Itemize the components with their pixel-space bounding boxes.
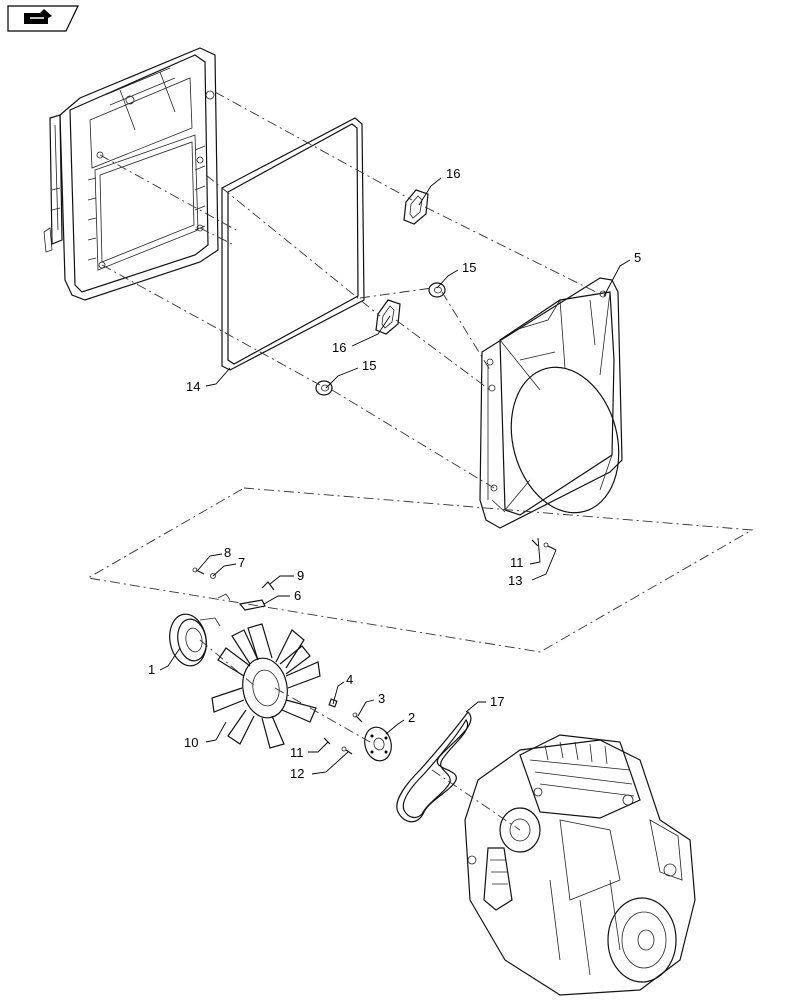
callout-9: 9 [297,568,304,583]
hardware-clip-9 [261,581,275,591]
fan-clutch-hub [169,613,221,667]
callout-14: 14 [186,379,200,394]
callout-leader-lines [159,177,631,775]
fan-spacer-flange [364,726,392,762]
callout-8: 8 [224,545,231,560]
fan-shroud [479,277,623,529]
callout-17: 17 [490,694,504,709]
page-turn-icon [24,9,52,24]
shroud-seal-gasket [221,117,365,371]
callout-12: 12 [290,766,304,781]
callout-13: 13 [508,573,522,588]
alignment-line-belt [431,769,521,831]
hardware-stud-3 [352,712,363,723]
callout-4: 4 [346,672,353,687]
hardware-washer-12 [341,746,353,755]
radiator-core-assembly [43,47,219,301]
callout-10: 10 [184,735,198,750]
callout-7: 7 [238,555,245,570]
hardware-bolt-8 [192,567,205,575]
callout-3: 3 [378,691,385,706]
callout-11-shroud: 11 [510,555,524,570]
washer-15-upper [428,282,446,298]
callout-11-hub: 11 [290,745,304,760]
callout-labels: 16 15 5 16 15 14 11 13 8 7 9 6 1 10 4 3 … [148,166,641,781]
callout-16-upper: 16 [446,166,460,181]
grommet-16-lower [375,299,401,335]
callout-15-lower: 15 [362,358,376,373]
callout-16-lower: 16 [332,340,346,355]
washer-15-lower [315,380,333,396]
hardware-bolt-11-13 [531,539,557,551]
callout-5: 5 [634,250,641,265]
hardware-washer-7 [210,573,216,579]
cooling-fan [211,623,321,749]
callout-1: 1 [148,662,155,677]
hardware-bracket-6 [217,593,266,611]
drive-belt [396,711,472,823]
alignment-line-fan [274,687,371,743]
callout-6: 6 [294,588,301,603]
callout-15-upper: 15 [462,260,476,275]
alignment-lines-upper [99,91,605,489]
alignment-line-clutch [199,639,256,687]
callout-2: 2 [408,710,415,725]
assembly-plane-outline [86,487,754,653]
grommet-16-upper [403,189,429,225]
page-turn-nav-button[interactable] [7,5,79,32]
engine-block [464,734,696,996]
hardware-bolt-11-hub [323,737,331,745]
